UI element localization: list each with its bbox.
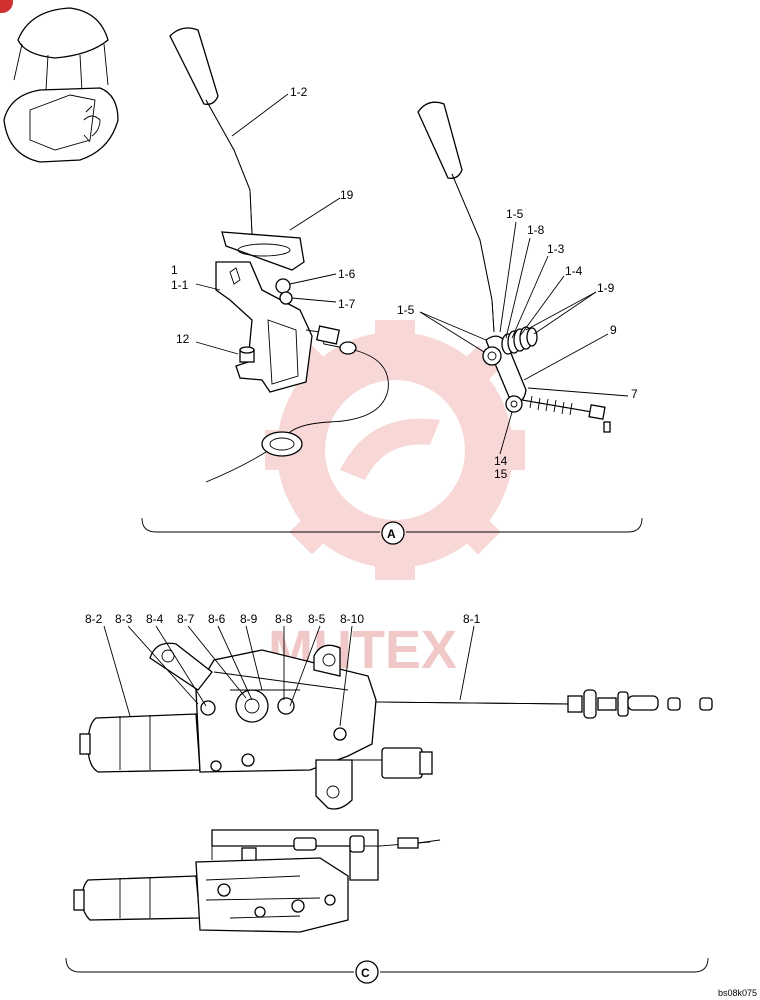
- view-c-ref: C: [361, 966, 370, 980]
- callout-8-3: 8-3: [115, 612, 133, 626]
- machine-thumbnail: [0, 0, 119, 163]
- callout-8-9: 8-9: [240, 612, 258, 626]
- callout-8-6: 8-6: [208, 612, 226, 626]
- callout-12: 12: [176, 332, 190, 346]
- actuator-top-view: [79, 642, 713, 810]
- callout-19: 19: [340, 188, 354, 202]
- callout-1-2: 1-2: [290, 85, 308, 99]
- callout-1-9: 1-9: [597, 281, 615, 295]
- callout-8-2: 8-2: [85, 612, 103, 626]
- callouts-c: 8-2 8-3 8-4 8-7 8-6 8-9 8-8 8-5 8-10 8-1: [85, 612, 481, 626]
- callout-8-10: 8-10: [340, 612, 364, 626]
- callout-1-3: 1-3: [547, 242, 565, 256]
- callout-8-8: 8-8: [275, 612, 293, 626]
- callout-1-5-left: 1-5: [397, 303, 415, 317]
- callout-9: 9: [610, 323, 617, 337]
- callout-1-4: 1-4: [565, 264, 583, 278]
- callout-1-6: 1-6: [338, 267, 356, 281]
- callout-8-7: 8-7: [177, 612, 195, 626]
- callout-1-5-top: 1-5: [506, 207, 524, 221]
- callout-1-1: 1-1: [171, 278, 189, 292]
- leader-lines-c: [103, 625, 475, 727]
- watermark-gear: [265, 320, 525, 580]
- callouts-a: 1-2 19 1 1-1 1-6 1-7 12 1-5 1-8 1-3 1-4 …: [171, 85, 638, 481]
- lever-assembly-left: [169, 27, 389, 483]
- leader-lines-a: [195, 93, 629, 455]
- callout-8-5: 8-5: [308, 612, 326, 626]
- actuator-side-view: [73, 829, 441, 933]
- callout-8-1: 8-1: [463, 612, 481, 626]
- view-a-ref: A: [387, 527, 396, 541]
- callout-7: 7: [631, 387, 638, 401]
- image-code: bs08k075: [718, 988, 757, 998]
- callout-8-4: 8-4: [146, 612, 164, 626]
- callout-14: 14: [494, 454, 508, 468]
- callout-1: 1: [171, 263, 178, 277]
- callout-1-7: 1-7: [338, 297, 356, 311]
- callout-1-8: 1-8: [527, 223, 545, 237]
- view-a-bracket: A: [141, 517, 643, 545]
- callout-15: 15: [494, 467, 508, 481]
- lever-assembly-right: [417, 101, 611, 433]
- view-c-bracket: C: [65, 957, 709, 984]
